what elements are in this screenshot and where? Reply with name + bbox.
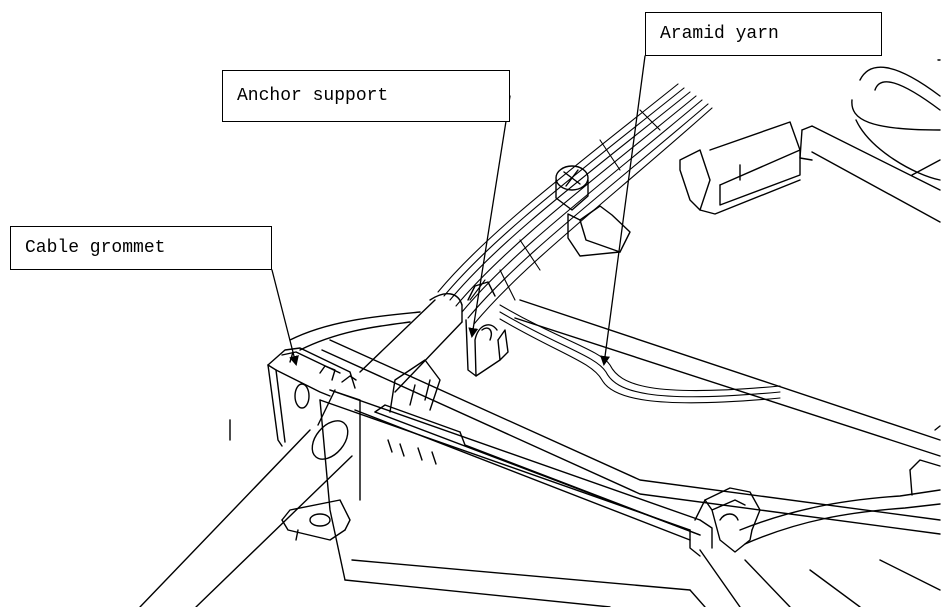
aramid-yarn-strands xyxy=(499,304,781,404)
cable-grommet-label: Cable grommet xyxy=(10,226,272,270)
anchor-support-label-text: Anchor support xyxy=(237,86,389,106)
aramid-yarn-label: Aramid yarn xyxy=(645,12,882,56)
organizer-parts xyxy=(679,59,941,223)
aramid-yarn-label-text: Aramid yarn xyxy=(660,24,779,44)
cable-grommet-label-text: Cable grommet xyxy=(25,238,166,258)
clamp-with-screw xyxy=(555,165,631,257)
anchor-support-leader xyxy=(468,95,511,338)
anchor-support-drawing xyxy=(465,281,509,377)
cable-grommet-leader xyxy=(271,269,299,366)
tray-back-rim xyxy=(289,299,941,545)
snap-clip xyxy=(694,487,761,553)
anchor-support-label: Anchor support xyxy=(222,70,510,122)
incoming-cable xyxy=(139,293,463,607)
tray-body xyxy=(229,339,941,607)
tray-front-wall xyxy=(319,359,713,581)
aramid-yarn-leader xyxy=(600,55,646,366)
leader-lines xyxy=(271,55,646,366)
cable-grommet-drawing xyxy=(267,347,357,541)
